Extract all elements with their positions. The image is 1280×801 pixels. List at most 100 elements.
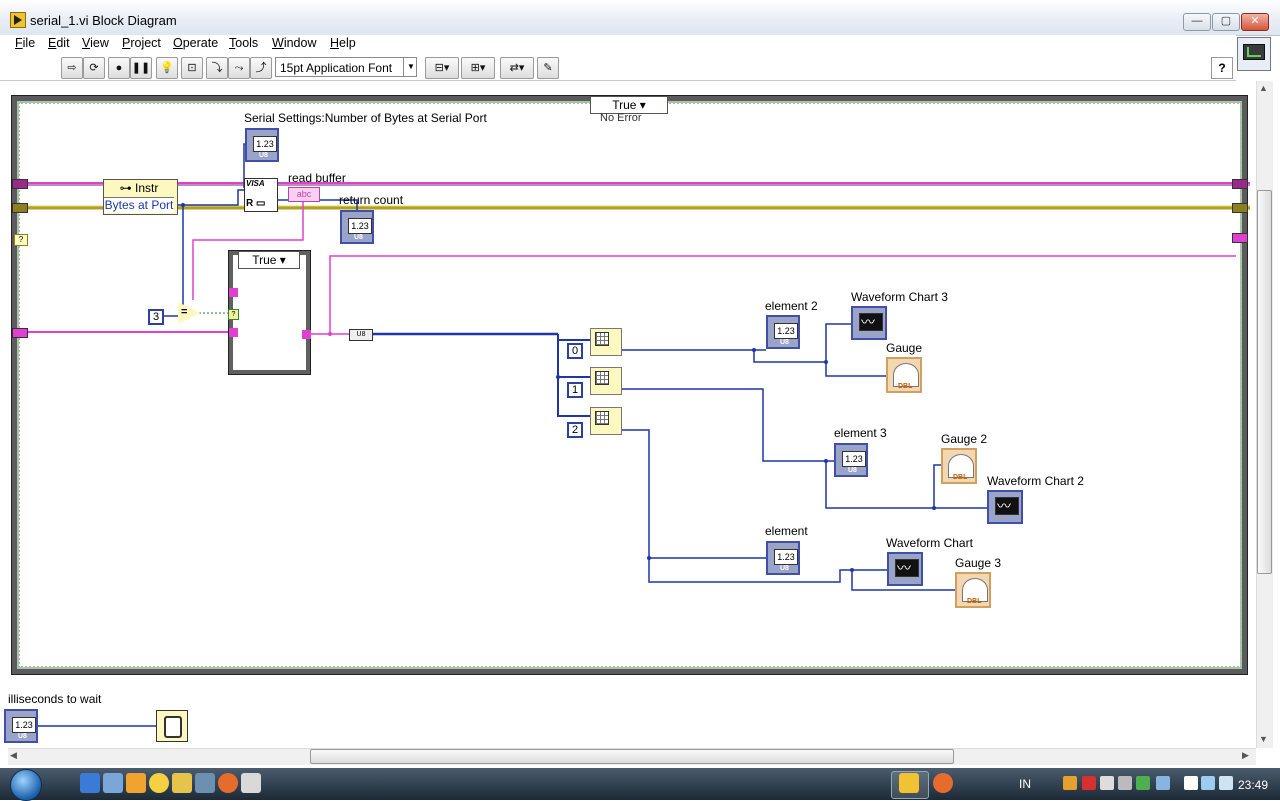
element-indicator[interactable]: [766, 541, 800, 575]
menu-view[interactable]: View: [82, 36, 109, 50]
menu-operate[interactable]: Operate: [173, 36, 219, 50]
string-tunnel-left[interactable]: [12, 328, 28, 338]
index-constant-0[interactable]: 0: [567, 343, 583, 359]
refnum-tunnel-right[interactable]: [1232, 179, 1248, 189]
media-player-icon[interactable]: [126, 773, 146, 793]
retain-wire-values-icon[interactable]: ⊡: [181, 57, 203, 79]
case-selector-terminal[interactable]: ?: [228, 309, 239, 320]
menu-help[interactable]: Help: [330, 36, 356, 50]
index-array-node-2[interactable]: [590, 407, 622, 435]
chevron-down-icon[interactable]: ▼: [403, 57, 418, 77]
visa-read-node[interactable]: [244, 178, 278, 212]
menu-edit[interactable]: Edit: [48, 36, 70, 50]
context-help-button[interactable]: ?: [1211, 57, 1233, 79]
error-tunnel-right[interactable]: [1232, 203, 1248, 213]
waveform-chart-label: Waveform Chart: [886, 536, 973, 550]
menu-file[interactable]: File: [15, 36, 36, 50]
index-array-node-1[interactable]: [590, 367, 622, 395]
cleanup-diagram-icon[interactable]: ✎: [537, 57, 559, 79]
gauge-icon[interactable]: [886, 357, 922, 393]
menu-window[interactable]: Window: [272, 36, 317, 50]
volume-icon[interactable]: [1219, 776, 1233, 790]
run-icon[interactable]: ⇨: [61, 57, 83, 79]
vertical-scroll-thumb[interactable]: [1257, 190, 1272, 574]
milliseconds-to-wait-control[interactable]: [4, 709, 38, 743]
tray-icon-5[interactable]: [1136, 776, 1150, 790]
labview-vi-icon: [10, 12, 26, 28]
waveform-chart-3-icon[interactable]: [851, 306, 887, 340]
string-to-byte-array-node[interactable]: U8: [349, 329, 373, 341]
ie-icon[interactable]: [80, 773, 100, 793]
tray-icon-4[interactable]: [1118, 776, 1132, 790]
messenger-icon[interactable]: [149, 773, 169, 793]
waveform-chart-3-label: Waveform Chart 3: [851, 290, 948, 304]
element-3-indicator[interactable]: [834, 443, 868, 477]
reorder-icon[interactable]: ⇄▾: [500, 57, 534, 79]
element-label: element: [765, 524, 808, 538]
gauge-3-label: Gauge 3: [955, 556, 1002, 570]
minimize-button[interactable]: —: [1183, 13, 1211, 31]
maximize-button[interactable]: ▢: [1212, 13, 1240, 31]
close-button[interactable]: ✕: [1241, 13, 1269, 31]
highlight-execution-icon[interactable]: 💡: [156, 57, 178, 79]
index-constant-1[interactable]: 1: [567, 382, 583, 398]
run-continuously-icon[interactable]: ⟳: [83, 57, 105, 79]
index-array-node-0[interactable]: [590, 328, 622, 356]
menu-tools[interactable]: Tools: [229, 36, 259, 50]
bytes-at-port-label: Serial Settings:Number of Bytes at Seria…: [244, 111, 487, 125]
waveform-chart-icon[interactable]: [887, 552, 923, 586]
battery-icon[interactable]: [1184, 776, 1198, 790]
align-objects-icon[interactable]: ⊟▾: [425, 57, 459, 79]
scroll-up-icon[interactable]: ▲: [1259, 83, 1268, 93]
tray-icon-1[interactable]: [1063, 776, 1077, 790]
tray-icon-2[interactable]: [1082, 776, 1096, 790]
notepad-icon[interactable]: [241, 773, 261, 793]
horizontal-scroll-thumb[interactable]: [310, 749, 954, 764]
tray-icon-3[interactable]: [1100, 776, 1114, 790]
scroll-right-icon[interactable]: ▶: [1242, 750, 1249, 760]
read-buffer-indicator[interactable]: abc: [288, 187, 320, 202]
case-tunnel-in[interactable]: [229, 288, 238, 297]
step-into-icon[interactable]: ⤵: [206, 57, 228, 79]
font-select[interactable]: 15pt Application Font: [275, 57, 417, 77]
tray-icon-6[interactable]: [1156, 776, 1170, 790]
case-subdiagram-label: No Error: [600, 112, 642, 124]
firefox-icon[interactable]: [218, 773, 238, 793]
abort-icon[interactable]: ●: [108, 57, 130, 79]
firefox-taskbar-icon[interactable]: [933, 773, 953, 793]
waveform-chart-2-icon[interactable]: [987, 490, 1023, 524]
gauge-3-icon[interactable]: [955, 572, 991, 608]
bytes-at-port-indicator[interactable]: [245, 128, 279, 162]
distribute-objects-icon[interactable]: ⊞▾: [461, 57, 495, 79]
outer-case-selector[interactable]: True ▾: [590, 96, 668, 114]
network-icon[interactable]: [1201, 776, 1215, 790]
launcher-icon[interactable]: [172, 773, 192, 793]
wire-layer: [12, 143, 1250, 727]
step-over-icon[interactable]: ⤳: [228, 57, 250, 79]
error-tunnel-left[interactable]: [12, 203, 28, 213]
case-tunnel-out[interactable]: [302, 330, 311, 339]
gauge-2-icon[interactable]: [941, 448, 977, 484]
inner-case-structure[interactable]: [228, 250, 311, 375]
scroll-left-icon[interactable]: ◀: [10, 750, 17, 760]
boolean-tunnel[interactable]: ?: [14, 234, 28, 246]
step-out-icon[interactable]: ⤴: [250, 57, 272, 79]
scroll-down-icon[interactable]: ▼: [1259, 734, 1268, 744]
clock[interactable]: 23:49: [1238, 778, 1269, 792]
return-count-indicator[interactable]: [340, 210, 374, 244]
vi-connector-icon[interactable]: [1237, 37, 1271, 71]
element-2-indicator[interactable]: [766, 315, 800, 349]
desktop-icon[interactable]: [195, 773, 215, 793]
explorer-icon[interactable]: [103, 773, 123, 793]
menu-project[interactable]: Project: [122, 36, 161, 50]
equal-function-icon[interactable]: [178, 302, 200, 324]
string-tunnel-right[interactable]: [1232, 233, 1248, 243]
inner-case-selector[interactable]: True ▾: [238, 251, 300, 269]
constant-three[interactable]: 3: [148, 309, 164, 325]
language-indicator[interactable]: IN: [1019, 777, 1031, 791]
index-constant-2[interactable]: 2: [567, 422, 583, 438]
pause-icon[interactable]: ❚❚: [130, 57, 152, 79]
case-tunnel-in-2[interactable]: [229, 328, 238, 337]
refnum-tunnel-left[interactable]: [12, 179, 28, 189]
start-button[interactable]: [6, 768, 46, 801]
